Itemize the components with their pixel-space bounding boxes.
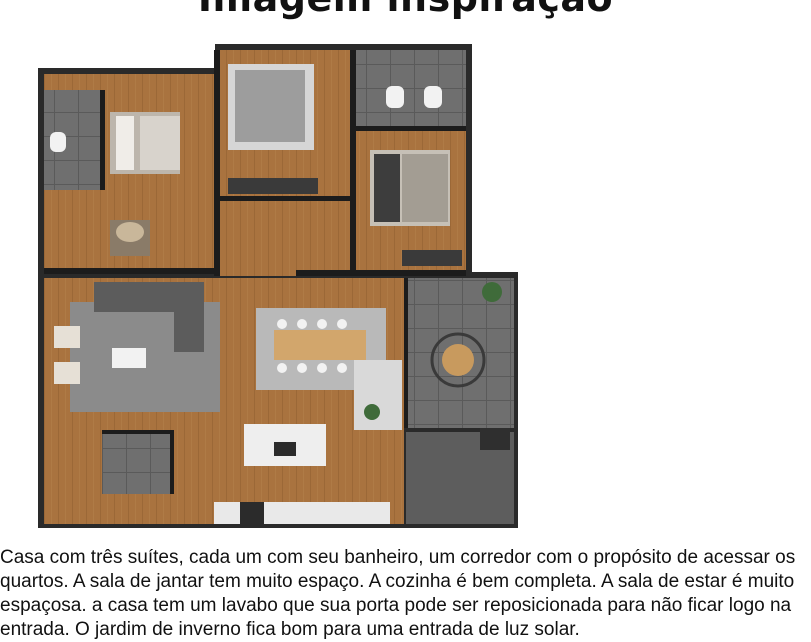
page-title: Imagem inspiração — [0, 0, 811, 20]
floor-plan-image — [38, 44, 518, 528]
description-text: Casa com três suítes, cada um com seu ba… — [0, 547, 796, 640]
